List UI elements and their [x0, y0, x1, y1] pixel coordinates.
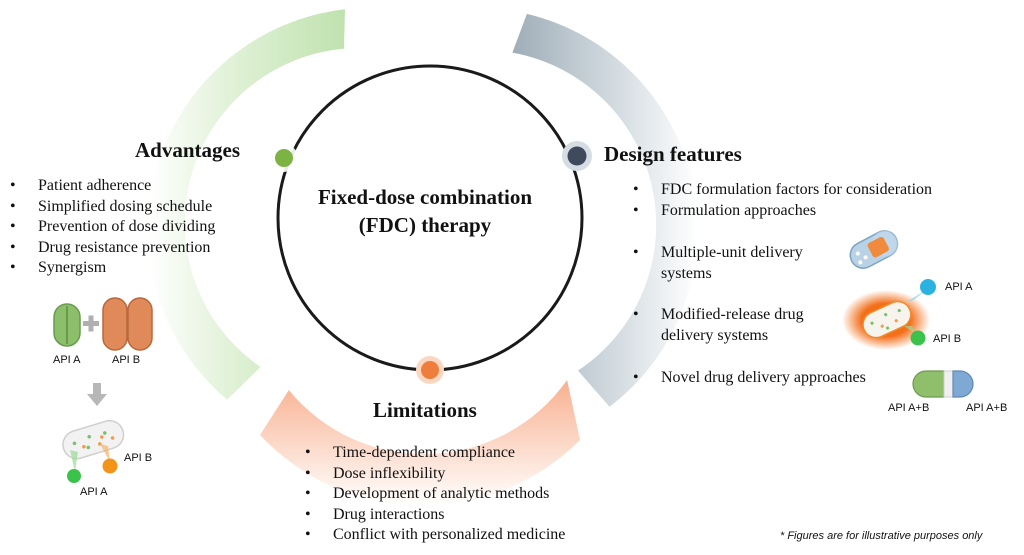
advantages-arc — [148, 9, 345, 400]
label-api-b-combined: API B — [124, 452, 153, 464]
design-item-multiple-unit: Multiple-unit delivery systems — [633, 242, 803, 284]
design-list: FDC formulation factors for consideratio… — [633, 180, 932, 221]
advantages-item: Patient adherence — [10, 176, 215, 197]
label-api-a-modified: API A — [945, 281, 973, 293]
multiple-unit-line2: systems — [661, 265, 712, 282]
design-item: Formulation approaches — [633, 201, 932, 222]
modified-release-line2: delivery systems — [661, 327, 769, 344]
label-api-a: API A — [53, 354, 81, 366]
advantages-list: Patient adherence Simplified dosing sche… — [10, 176, 215, 279]
advantages-heading: Advantages — [135, 138, 241, 162]
modified-release-line1: Modified-release drug — [661, 306, 804, 323]
limitations-item: Time-dependent compliance — [305, 443, 565, 464]
advantages-item: Prevention of dose dividing — [10, 217, 215, 238]
novel-delivery-line: Novel drug delivery approaches — [661, 369, 866, 386]
limitations-dot — [416, 356, 444, 384]
limitations-item: Drug interactions — [305, 505, 565, 526]
down-arrow-icon — [87, 383, 107, 406]
api-a-tablet — [53, 303, 81, 347]
label-api-a-combined: API A — [80, 486, 108, 498]
api-b-tablet — [102, 297, 153, 351]
footnote: * Figures are for illustrative purposes … — [780, 530, 983, 542]
advantages-dot — [270, 144, 298, 172]
limitations-list: Time-dependent compliance Dose inflexibi… — [305, 443, 565, 546]
multiple-unit-capsule — [849, 230, 899, 269]
advantages-item: Simplified dosing schedule — [10, 197, 215, 218]
center-title: Fixed-dose combination (FDC) therapy — [290, 183, 560, 239]
design-item-novel: Novel drug delivery approaches — [633, 367, 866, 388]
label-api-b-modified: API B — [933, 333, 962, 345]
modified-release-tablet — [842, 279, 936, 350]
advantages-item: Synergism — [10, 258, 215, 279]
limitations-item: Development of analytic methods — [305, 484, 565, 505]
limitations-item: Dose inflexibility — [305, 464, 565, 485]
label-api-b: API B — [112, 354, 141, 366]
advantages-item: Drug resistance prevention — [10, 238, 215, 259]
design-item: FDC formulation factors for consideratio… — [633, 180, 932, 201]
design-dot — [562, 141, 592, 171]
label-api-ab-right: API A+B — [966, 402, 1008, 414]
combined-tablet — [62, 419, 125, 483]
label-api-ab-left: API A+B — [888, 402, 930, 414]
design-item-modified-release: Modified-release drug delivery systems — [633, 304, 804, 346]
novel-delivery-capsule — [912, 370, 974, 398]
limitations-heading: Limitations — [373, 398, 477, 422]
limitations-item: Conflict with personalized medicine — [305, 525, 565, 546]
center-title-line2: (FDC) therapy — [358, 213, 492, 237]
design-heading: Design features — [604, 142, 742, 166]
multiple-unit-line1: Multiple-unit delivery — [661, 244, 803, 261]
center-title-line1: Fixed-dose combination — [317, 185, 533, 209]
plus-icon — [83, 315, 99, 332]
